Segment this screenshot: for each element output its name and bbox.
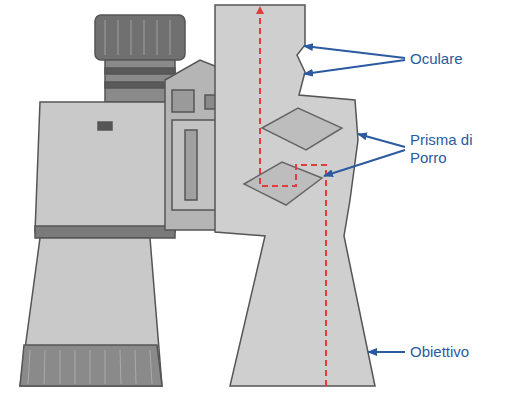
part-label: Prisma di Porro — [410, 131, 505, 167]
part-label: Oculare — [410, 50, 505, 68]
part-label: Obiettivo — [410, 343, 505, 361]
